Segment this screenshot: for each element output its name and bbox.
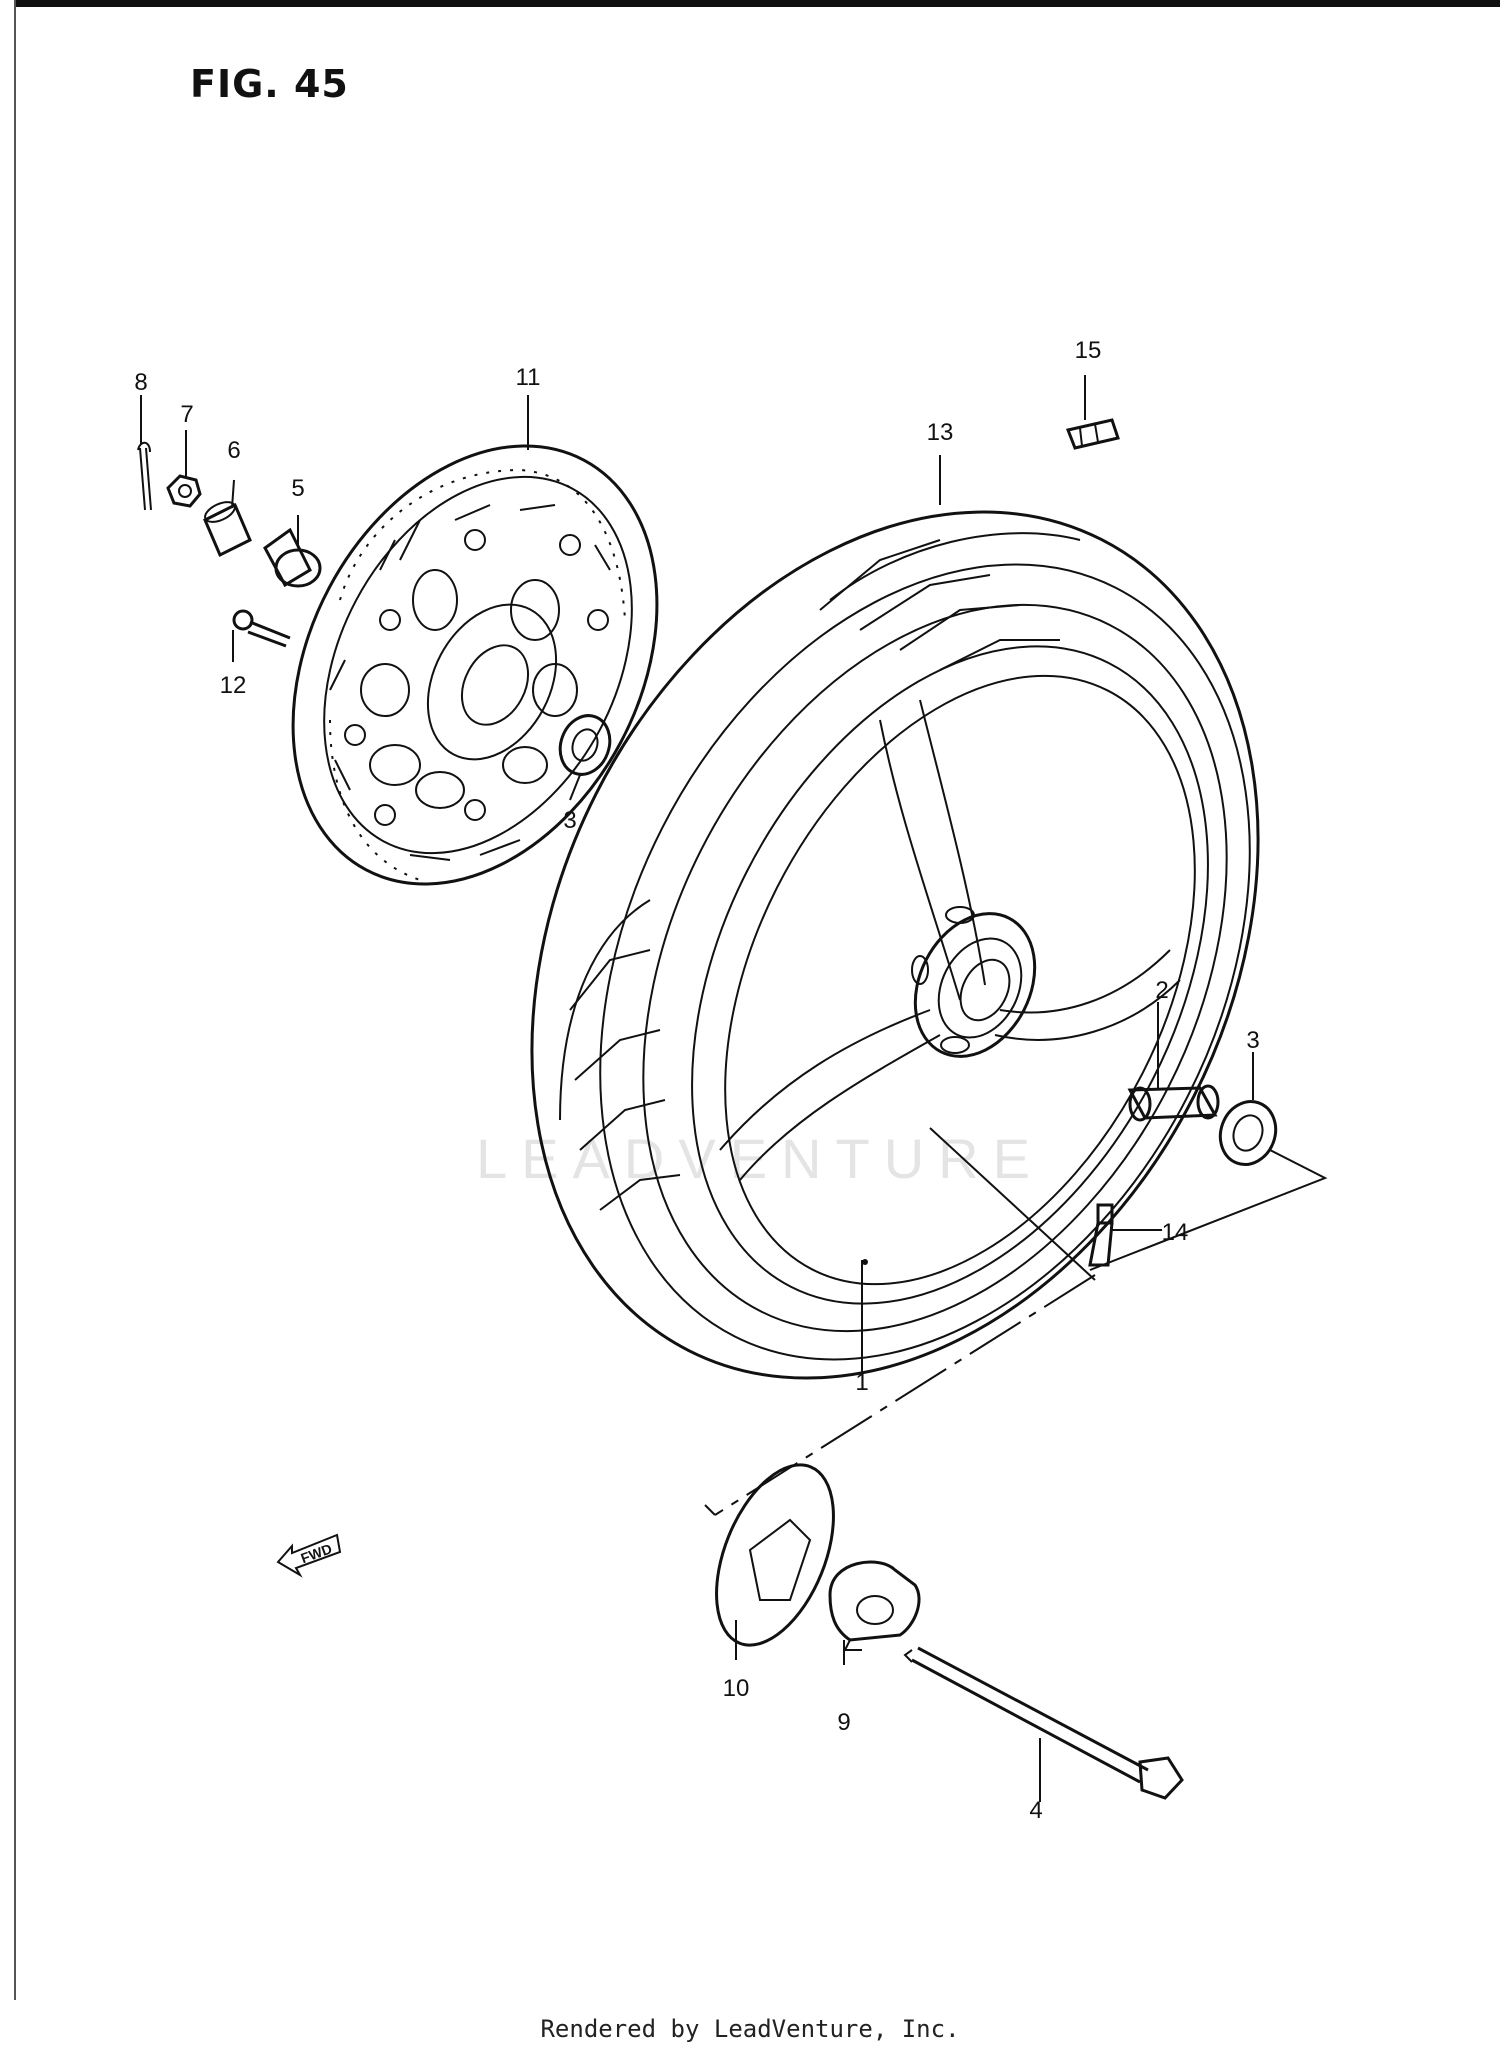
castle-nut [166, 474, 202, 508]
left-border [14, 0, 16, 2000]
callout-10: 10 [723, 1675, 750, 1702]
callout-12: 12 [220, 672, 247, 699]
callout-11: 11 [516, 364, 541, 391]
bearing-upper [558, 714, 612, 776]
callout-14: 14 [1162, 1219, 1189, 1246]
top-border [14, 0, 1500, 7]
fwd-label: FWD [299, 1540, 334, 1566]
callout-4: 4 [1029, 1797, 1042, 1824]
callout-3-lower: 3 [1246, 1027, 1259, 1054]
disc-bolt [232, 609, 291, 648]
leader-lines [140, 375, 1254, 1802]
front-axle [903, 1646, 1184, 1800]
guide-line-valve [929, 1127, 1328, 1281]
footer-credit: Rendered by LeadVenture, Inc. [540, 2015, 960, 2043]
wire-clip [1065, 418, 1120, 450]
fwd-arrow-icon: FWD [276, 1533, 342, 1578]
callout-8: 8 [134, 369, 147, 396]
speedometer-plate [715, 1463, 835, 1647]
spacer [203, 501, 252, 558]
callout-15: 15 [1075, 337, 1102, 364]
collar [263, 527, 322, 588]
figure-title: FIG. 45 [190, 62, 349, 106]
callout-1: 1 [855, 1369, 868, 1396]
callout-9: 9 [837, 1709, 850, 1736]
callout-13: 13 [927, 419, 954, 446]
tire-valve [1088, 1203, 1114, 1267]
callout-2: 2 [1155, 977, 1168, 1004]
brake-disc [291, 444, 659, 886]
callout-3-upper: 3 [563, 807, 576, 834]
tire-and-wheel [530, 510, 1260, 1380]
callout-6: 6 [227, 437, 240, 464]
bearing-lower [1218, 1100, 1278, 1166]
callout-5: 5 [291, 475, 304, 502]
callout-7: 7 [180, 401, 193, 428]
guide-line-axle [704, 1274, 1096, 1516]
speedometer-gearbox [828, 1560, 921, 1651]
watermark: LEADVENTURE [476, 1127, 1044, 1190]
cotter-pin [137, 441, 152, 511]
axle-spacer [1127, 1084, 1220, 1122]
